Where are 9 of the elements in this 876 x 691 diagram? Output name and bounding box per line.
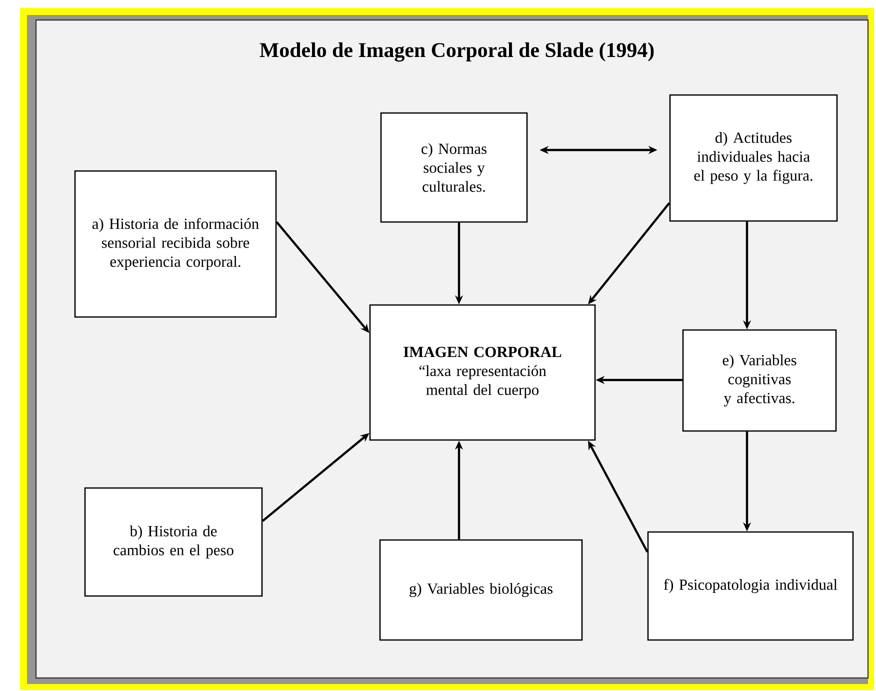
text-box: g) Variables biológicas — [379, 539, 583, 641]
title: Modelo de Imagen Corporal de Slade (1994) — [260, 42, 654, 62]
center-box: IMAGEN CORPORAL “laxa representación mental del cuerpo — [369, 304, 596, 441]
text-box: b) Historia de cambios en el peso — [84, 487, 263, 597]
text-box: e) Variables cognitivas y afectivas. — [682, 329, 837, 432]
text-box: d) Actitudes individuales hacia el peso y la figura. — [669, 94, 838, 222]
text-box: f) Psicopatologia individual — [647, 531, 854, 641]
text-box: c) Normas sociales y culturales. — [380, 112, 528, 223]
text-box: a) Historia de información sensorial recibida sobre experiencia corporal. — [74, 170, 277, 318]
